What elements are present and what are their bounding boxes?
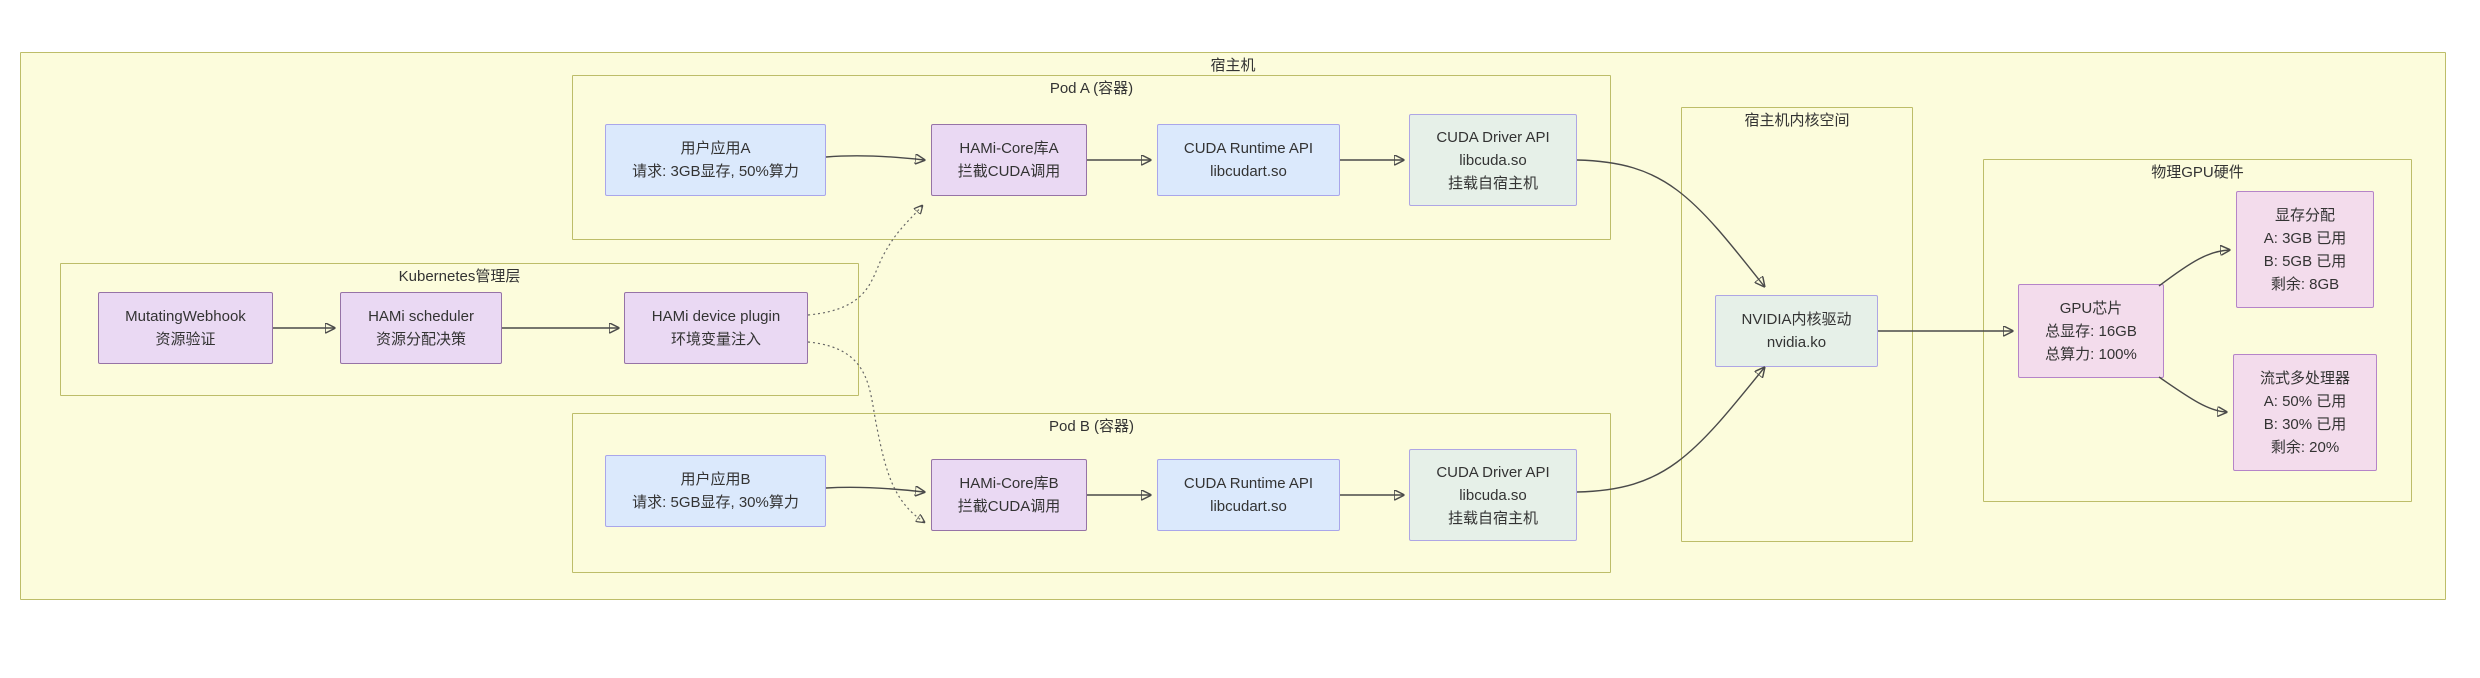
node-line: CUDA Driver API — [1436, 128, 1550, 146]
node-hami-device-plugin: HAMi device plugin 环境变量注入 — [624, 292, 808, 364]
node-line: 剩余: 20% — [2270, 438, 2340, 456]
node-streaming-multiprocessor: 流式多处理器 A: 50% 已用 B: 30% 已用 剩余: 20% — [2233, 354, 2377, 471]
node-line: 挂载自宿主机 — [1447, 174, 1538, 192]
group-pod-b-label: Pod B (容器) — [1048, 418, 1135, 435]
node-line: B: 30% 已用 — [2263, 415, 2347, 433]
node-line: 拦截CUDA调用 — [957, 163, 1061, 180]
node-line: libcudart.so — [1210, 498, 1287, 515]
node-hami-core-a: HAMi-Core库A 拦截CUDA调用 — [931, 124, 1087, 196]
node-gpu-chip: GPU芯片 总显存: 16GB 总算力: 100% — [2018, 284, 2164, 378]
node-mutating-webhook: MutatingWebhook 资源验证 — [98, 292, 273, 364]
node-cuda-runtime-a: CUDA Runtime API libcudart.so — [1157, 124, 1340, 196]
node-line: NVIDIA内核驱动 — [1741, 311, 1852, 328]
group-gpu-hardware-label: 物理GPU硬件 — [2151, 164, 2244, 181]
group-pod-b: Pod B (容器) — [572, 413, 1611, 573]
node-line: 总显存: 16GB — [2045, 322, 2137, 340]
node-line: 流式多处理器 — [2259, 369, 2350, 387]
node-line: 拦截CUDA调用 — [957, 498, 1061, 515]
node-line: 资源验证 — [155, 331, 216, 348]
group-pod-a-label: Pod A (容器) — [1049, 80, 1134, 97]
node-line: CUDA Runtime API — [1183, 140, 1314, 157]
node-line: libcuda.so — [1459, 486, 1527, 504]
group-k8s: Kubernetes管理层 — [60, 263, 859, 396]
node-user-app-b: 用户应用B 请求: 5GB显存, 30%算力 — [605, 455, 826, 527]
node-line: HAMi-Core库A — [959, 140, 1059, 157]
group-pod-a: Pod A (容器) — [572, 75, 1611, 240]
group-host-label: 宿主机 — [1210, 57, 1256, 74]
node-line: A: 50% 已用 — [2263, 392, 2347, 410]
node-hami-core-b: HAMi-Core库B 拦截CUDA调用 — [931, 459, 1087, 531]
node-user-app-a: 用户应用A 请求: 3GB显存, 50%算力 — [605, 124, 826, 196]
node-line: 环境变量注入 — [670, 331, 761, 348]
node-line: 挂载自宿主机 — [1447, 509, 1538, 527]
node-cuda-driver-b: CUDA Driver API libcuda.so 挂载自宿主机 — [1409, 449, 1577, 541]
group-kernel-space: 宿主机内核空间 — [1681, 107, 1913, 542]
node-line: libcudart.so — [1210, 163, 1287, 180]
node-line: 资源分配决策 — [375, 331, 466, 348]
node-line: HAMi scheduler — [368, 308, 474, 325]
node-line: 用户应用A — [680, 140, 751, 157]
node-line: CUDA Driver API — [1436, 463, 1550, 481]
node-line: CUDA Runtime API — [1183, 475, 1314, 492]
node-line: libcuda.so — [1459, 151, 1527, 169]
node-line: 剩余: 8GB — [2270, 275, 2340, 293]
node-line: 请求: 3GB显存, 50%算力 — [632, 163, 799, 180]
node-line: A: 3GB 已用 — [2263, 229, 2347, 247]
node-line: 显存分配 — [2274, 206, 2335, 224]
node-line: nvidia.ko — [1766, 334, 1827, 351]
node-line: GPU芯片 — [2059, 299, 2123, 317]
node-line: 请求: 5GB显存, 30%算力 — [632, 494, 799, 511]
node-hami-scheduler: HAMi scheduler 资源分配决策 — [340, 292, 502, 364]
node-line: HAMi-Core库B — [959, 475, 1059, 492]
node-nvidia-kernel-driver: NVIDIA内核驱动 nvidia.ko — [1715, 295, 1878, 367]
group-kernel-space-label: 宿主机内核空间 — [1744, 112, 1850, 129]
node-line: MutatingWebhook — [125, 308, 246, 325]
node-vram-allocation: 显存分配 A: 3GB 已用 B: 5GB 已用 剩余: 8GB — [2236, 191, 2374, 308]
node-cuda-runtime-b: CUDA Runtime API libcudart.so — [1157, 459, 1340, 531]
node-cuda-driver-a: CUDA Driver API libcuda.so 挂载自宿主机 — [1409, 114, 1577, 206]
node-line: B: 5GB 已用 — [2263, 252, 2347, 270]
node-line: 用户应用B — [680, 471, 751, 488]
group-k8s-label: Kubernetes管理层 — [398, 268, 521, 285]
node-line: HAMi device plugin — [651, 308, 781, 325]
node-line: 总算力: 100% — [2045, 345, 2137, 363]
